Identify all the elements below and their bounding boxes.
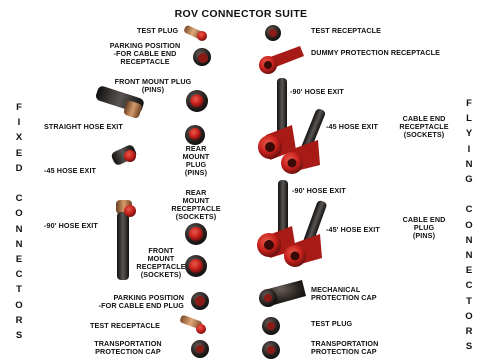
test-receptacle-bottom-icon	[179, 314, 206, 334]
front-mount-receptacle-icon	[185, 255, 207, 277]
test-plug-bottom-icon	[262, 317, 280, 335]
parking-position-bottom-icon	[191, 292, 209, 310]
rear-mount-plug-icon	[185, 125, 205, 145]
rear-mount-receptacle-icon	[185, 223, 207, 245]
test-receptacle-top-icon	[265, 25, 281, 41]
45-hose-exit-left-icon	[110, 144, 138, 167]
parking-position-top-icon	[193, 48, 211, 66]
90-hose-exit-left-icon	[116, 200, 136, 280]
dummy-protection-receptacle-icon	[259, 46, 304, 74]
transportation-cap-left-icon	[191, 340, 209, 358]
mechanical-protection-cap-icon	[259, 280, 306, 307]
cable-end-receptacle-90-icon	[258, 78, 296, 160]
straight-hose-exit-icon	[95, 85, 145, 119]
transportation-cap-right-icon	[262, 341, 280, 359]
test-plug-top-icon	[183, 25, 207, 41]
front-mount-plug-icon	[186, 90, 208, 112]
